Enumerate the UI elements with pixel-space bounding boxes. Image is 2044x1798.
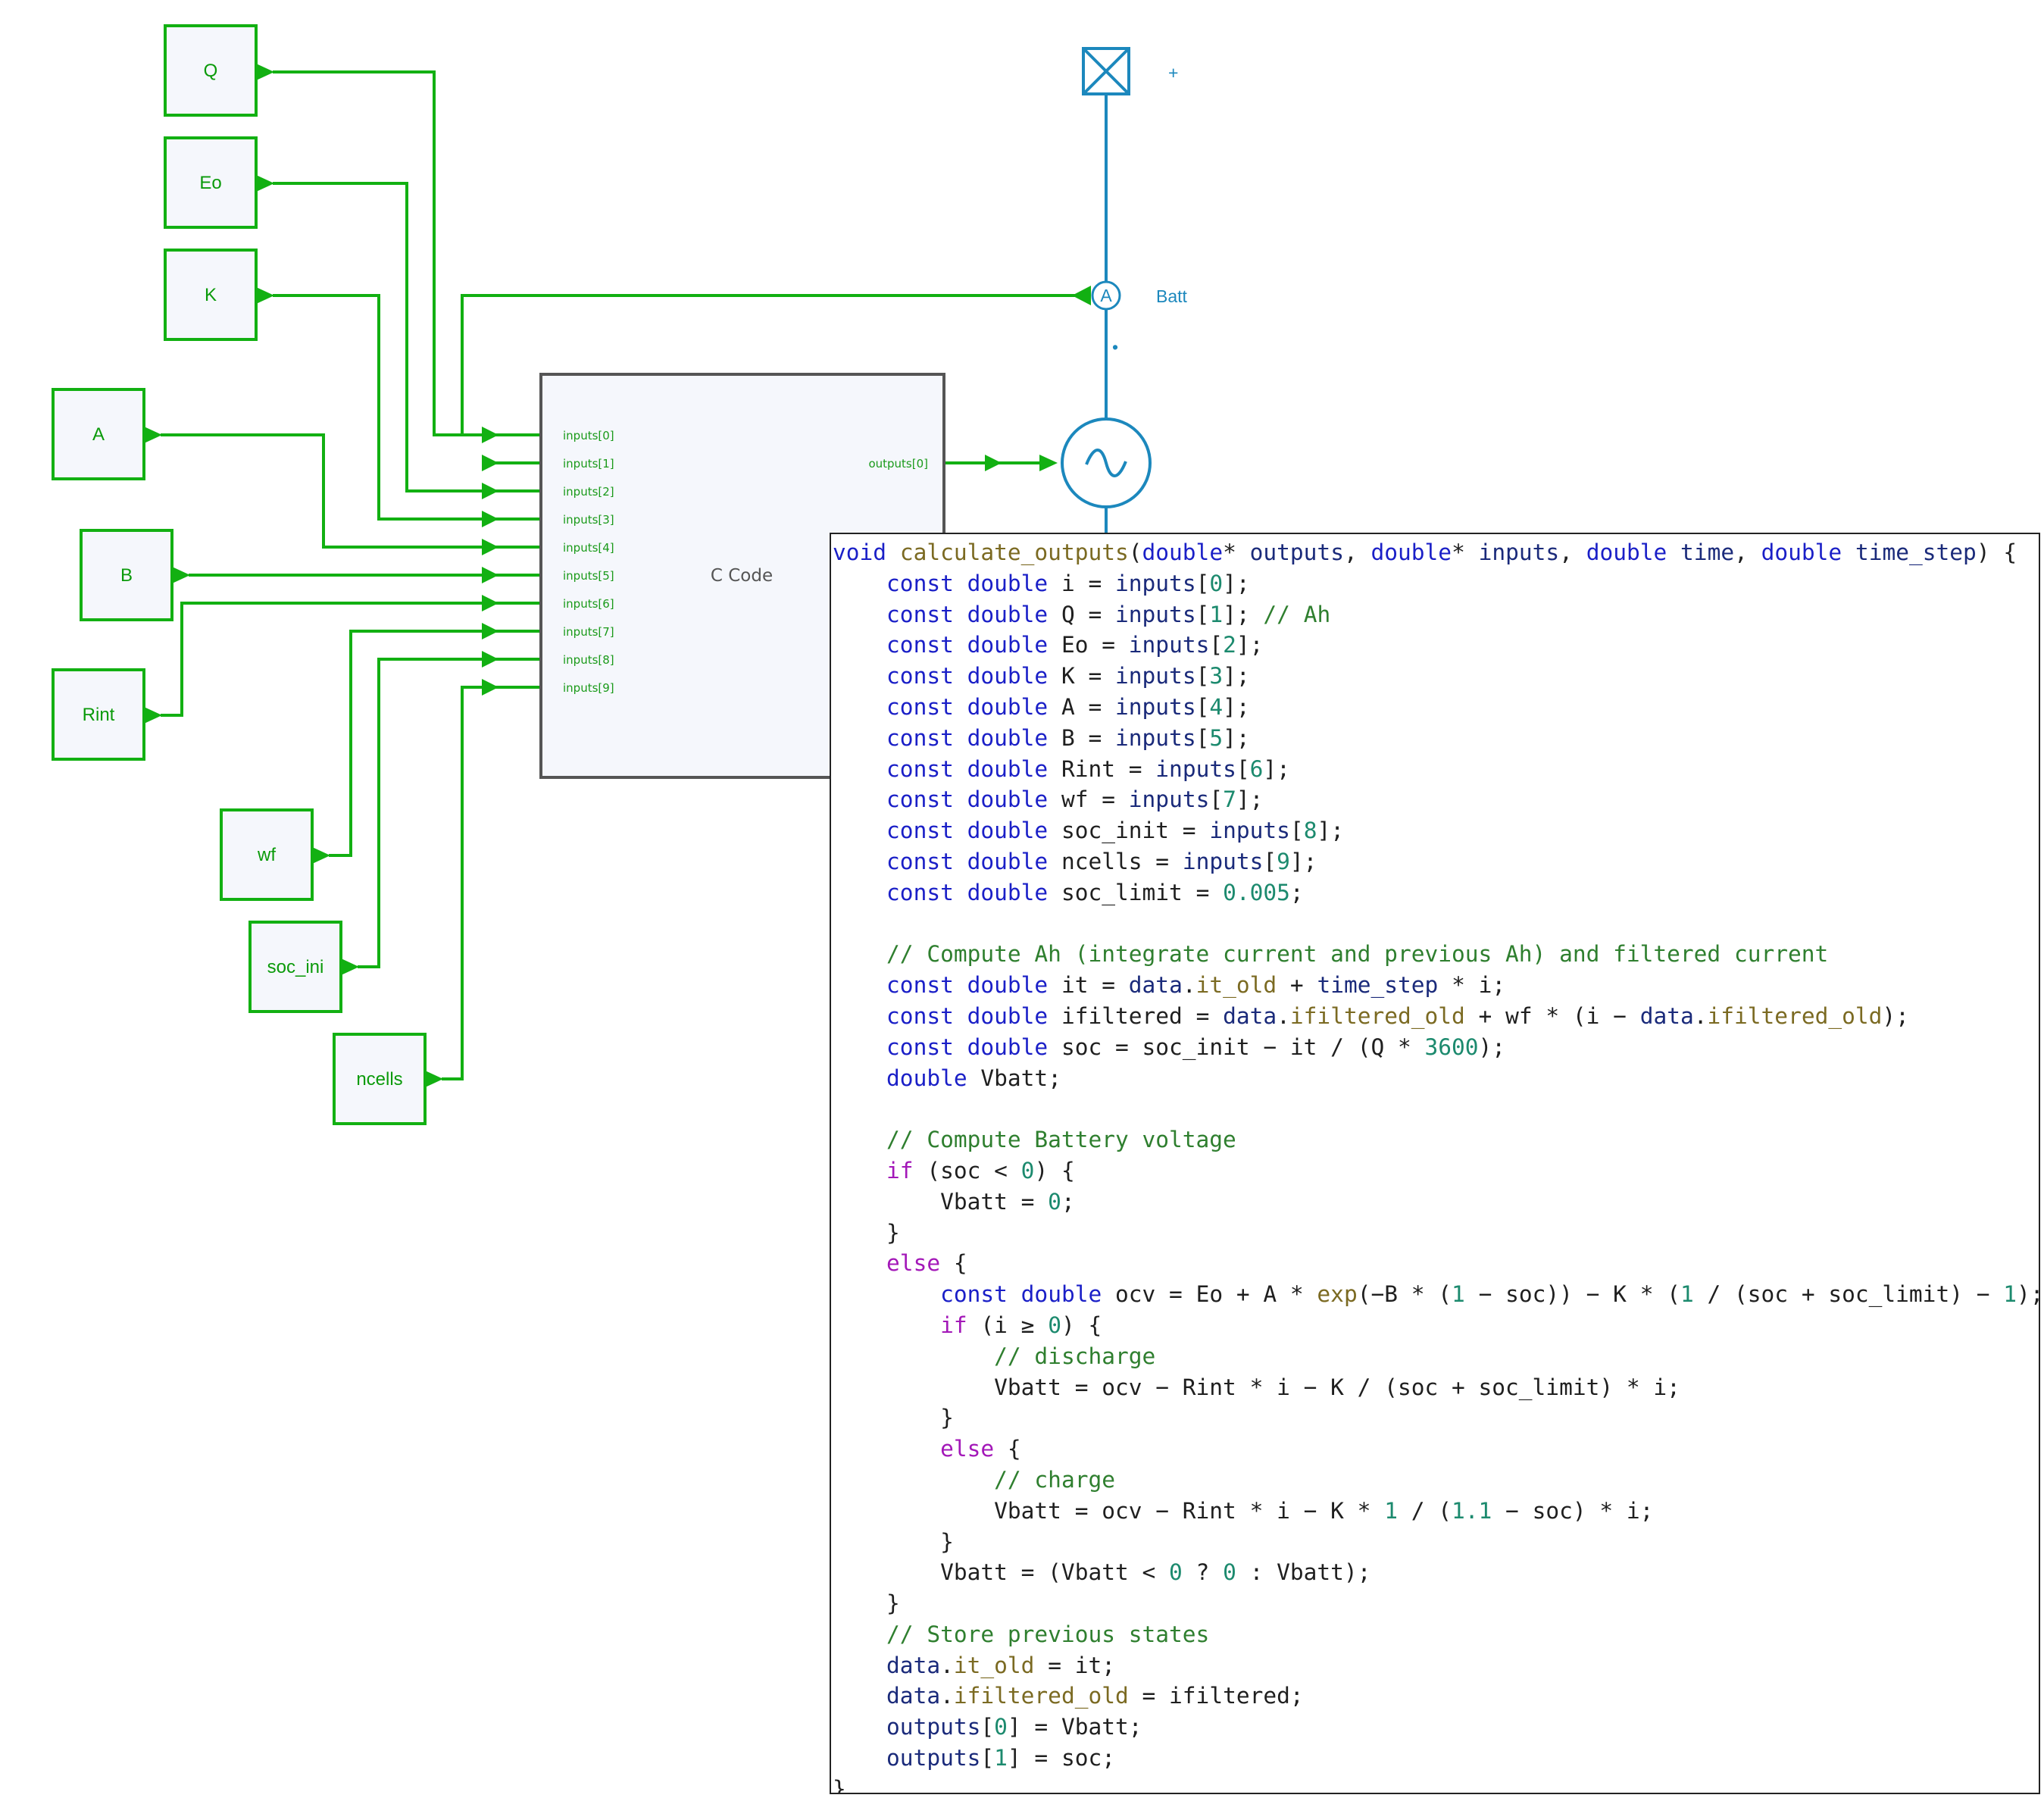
input-port-arrow	[482, 483, 498, 499]
input-port-label: inputs[1]	[563, 457, 614, 471]
input-port-label: inputs[4]	[563, 541, 614, 555]
input-port-label: inputs[3]	[563, 513, 614, 527]
source-block-b[interactable]	[80, 529, 173, 621]
electrical-circuit: + A Batt •	[1061, 47, 1188, 534]
signal-wire-0	[273, 70, 485, 436]
source-block-a[interactable]	[52, 388, 145, 480]
source-block-label: K	[205, 285, 217, 305]
code-panel: void calculate_outputs(double* outputs, …	[830, 533, 2040, 1794]
block-output-arrow	[142, 426, 162, 444]
source-block-wf[interactable]	[220, 808, 314, 901]
source-block-label: Rint	[83, 705, 115, 725]
signal-wire-8	[442, 686, 485, 1080]
signal-wire-7	[358, 658, 485, 968]
port-arrows	[142, 63, 1091, 1088]
input-port-arrow	[482, 567, 498, 583]
input-port-label: inputs[2]	[563, 485, 614, 499]
source-block-label: Eo	[199, 173, 221, 193]
ammeter-output-arrow	[1072, 286, 1091, 305]
block-output-arrow	[423, 1070, 443, 1088]
output-mid-arrow	[985, 455, 1002, 471]
ammeter-icon[interactable]	[1091, 280, 1121, 311]
block-output-arrow	[339, 958, 359, 976]
source-block-label: Q	[204, 61, 218, 81]
source-block-label: ncells	[356, 1069, 402, 1090]
input-port-label: inputs[6]	[563, 597, 614, 611]
ammeter-symbol: A	[1100, 286, 1112, 305]
signal-wire-current	[461, 294, 1079, 436]
block-output-arrow	[255, 286, 274, 305]
signal-wire-1	[273, 182, 485, 492]
signal-wire-2	[273, 294, 485, 521]
block-output-arrow	[142, 706, 162, 724]
block-output-arrow	[311, 846, 330, 865]
output-port-label: outputs[0]	[868, 457, 928, 471]
signal-wire-5	[161, 602, 485, 717]
source-block-q[interactable]	[164, 24, 258, 117]
source-block-label: wf	[257, 845, 276, 865]
source-block-label: A	[92, 424, 105, 445]
terminal-icon-cross-b	[1082, 47, 1130, 95]
input-port-arrow	[482, 427, 498, 443]
sine-wave-icon	[1085, 449, 1127, 477]
source-block-label: B	[120, 565, 133, 586]
source-block-ncells[interactable]	[333, 1033, 427, 1125]
input-port-arrow	[482, 679, 498, 696]
output-end-arrow	[1039, 455, 1058, 471]
input-port-arrow	[482, 623, 498, 639]
terminal-plus-label: +	[1168, 63, 1178, 83]
input-port-arrow	[482, 539, 498, 555]
source-block-soc-ini[interactable]	[248, 921, 342, 1013]
source-block-rint[interactable]	[52, 668, 145, 761]
input-port-label: inputs[9]	[563, 681, 614, 695]
block-output-arrow	[255, 63, 274, 81]
code-text: void calculate_outputs(double* outputs, …	[833, 539, 2039, 1794]
input-port-label: inputs[7]	[563, 625, 614, 639]
block-output-arrow	[255, 174, 274, 192]
source-block-label: soc_ini	[267, 957, 324, 977]
ccode-block-title: C Code	[711, 566, 773, 586]
input-port-label: inputs[5]	[563, 569, 614, 583]
input-port-label: inputs[0]	[563, 429, 614, 442]
signal-wire-6	[329, 630, 485, 857]
signal-wire-3	[161, 433, 485, 549]
source-block-k[interactable]	[164, 249, 258, 341]
input-port-label: inputs[8]	[563, 653, 614, 667]
source-block-eo[interactable]	[164, 136, 258, 229]
input-port-arrow	[482, 511, 498, 527]
block-output-arrow	[170, 566, 190, 584]
input-port-arrow	[482, 651, 498, 668]
input-port-arrow	[482, 455, 498, 471]
polarity-dot: •	[1112, 337, 1118, 357]
input-port-arrow	[482, 595, 498, 611]
ammeter-label: Batt	[1156, 286, 1188, 306]
